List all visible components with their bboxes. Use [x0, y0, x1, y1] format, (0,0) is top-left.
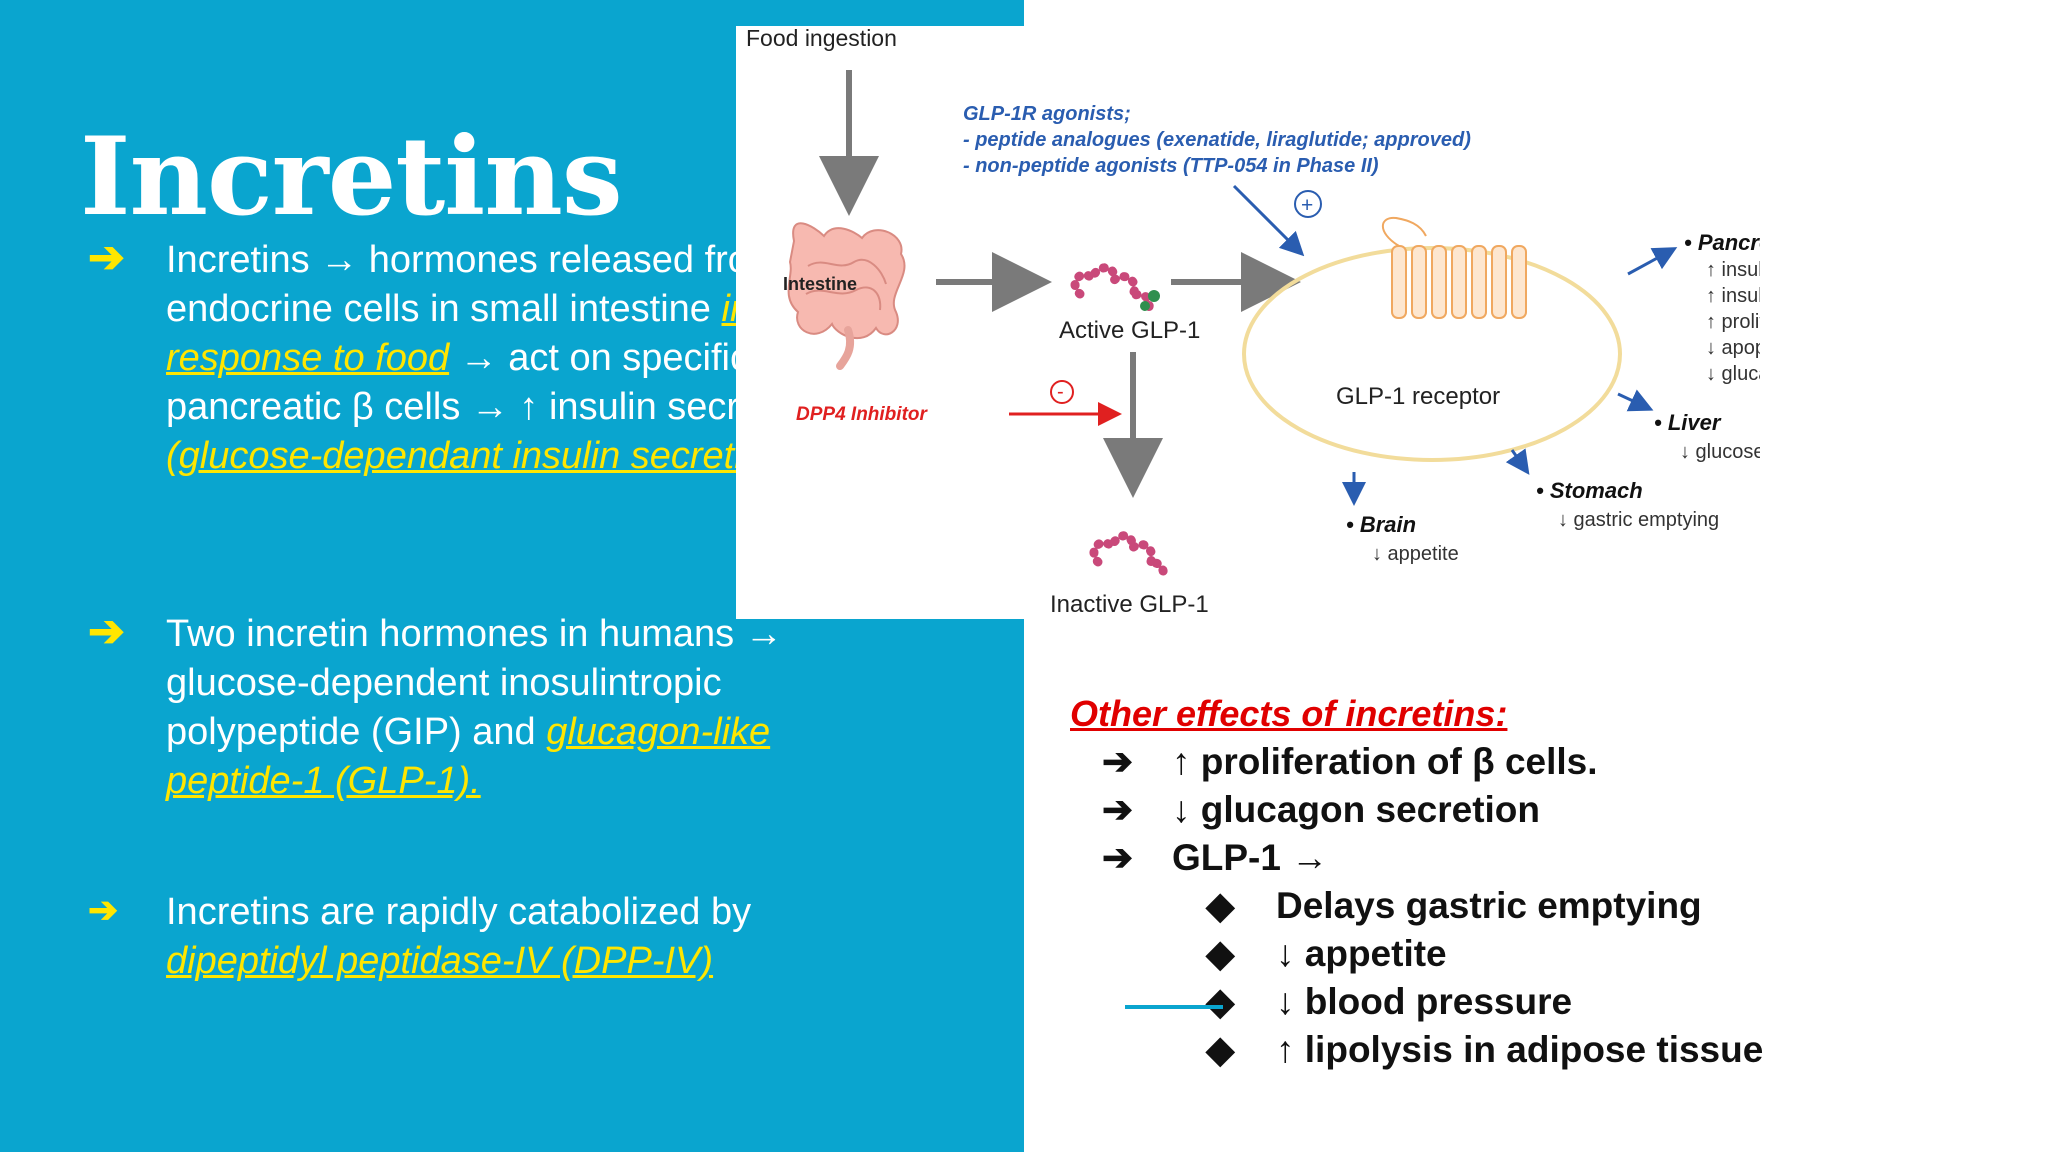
receptor-icon	[1381, 216, 1527, 319]
liver-title: • Liver	[1654, 410, 1722, 435]
stomach-item: ↓ gastric emptying	[1558, 509, 1719, 531]
bullet-3-highlight: dipeptidyl peptidase-IV (DPP-IV)	[166, 940, 714, 982]
sub-effect-item: ◆ ↓ blood pressure	[1206, 978, 1572, 1026]
arrow-right-icon: ➔	[1102, 837, 1134, 878]
inactive-glp1-label: Inactive GLP-1	[1050, 591, 1209, 618]
decorative-line	[1125, 1005, 1223, 1009]
sub-effect-item: ◆ Delays gastric emptying	[1206, 882, 1702, 930]
sub-effect-text: ↓ appetite	[1276, 933, 1447, 974]
effect-item: ➔ GLP-1 →	[1102, 834, 1328, 882]
effect-item: ➔ ↑ proliferation of β cells.	[1102, 738, 1598, 786]
pancreas-item: ↓ glucagon secretion	[1706, 363, 1760, 385]
effects-heading: Other effects of incretins:	[1070, 693, 1508, 734]
plus-sign: +	[1301, 194, 1313, 217]
pancreas-item: ↑ insulin secretion	[1706, 259, 1760, 281]
diamond-bullet-icon: ◆	[1206, 981, 1235, 1022]
to-pancreas-arrow	[1627, 247, 1678, 276]
sub-effect-text: Delays gastric emptying	[1276, 885, 1702, 926]
receptor-label: GLP-1 receptor	[1336, 383, 1500, 410]
effect-text: ↑ proliferation of β cells.	[1172, 741, 1598, 782]
brain-item: ↓ appetite	[1372, 543, 1459, 565]
agonist-arrow	[1232, 184, 1305, 257]
arrow-right-icon: ➔	[1102, 789, 1134, 830]
agonists-line: - peptide analogues (exenatide, liraglut…	[963, 129, 1471, 151]
bullet-3-part: Incretins are rapidly catabolized by	[166, 891, 752, 933]
diagram-canvas: Food ingestion Intestine Active GLP-1 DP…	[746, 26, 1760, 618]
diamond-bullet-icon: ◆	[1206, 933, 1235, 974]
effect-item: ➔ ↓ glucagon secretion	[1102, 786, 1540, 834]
bullet-2-text: Two incretin hormones in humans → glucos…	[166, 610, 826, 806]
glp1-mechanism-diagram: Food ingestion Intestine Active GLP-1 DP…	[736, 26, 1760, 619]
agonists-title: GLP-1R agonists;	[963, 103, 1131, 125]
effect-text: ↓ glucagon secretion	[1172, 789, 1541, 830]
active-glp1-icon	[1070, 263, 1160, 315]
bullet-1-part: Incretins → hormones released from endoc…	[166, 239, 781, 330]
arrow-right-icon: ➔	[1102, 741, 1134, 782]
agonists-line: - non-peptide agonists (TTP-054 in Phase…	[963, 155, 1379, 177]
to-stomach-arrow	[1505, 448, 1530, 475]
arrow-right-icon: ➔	[88, 233, 125, 282]
stomach-title: • Stomach	[1536, 478, 1643, 503]
cell-membrane	[1242, 246, 1622, 462]
pancreas-item: ↑ insulin biosynthesis	[1706, 285, 1760, 307]
brain-title: • Brain	[1346, 512, 1416, 537]
sub-effect-item: ◆ ↑ lipolysis in adipose tissue	[1206, 1026, 1763, 1074]
intestine-icon	[787, 222, 906, 370]
sub-effect-text: ↑ lipolysis in adipose tissue	[1276, 1029, 1764, 1070]
dpp4-inhibitor-label: DPP4 Inhibitor	[796, 404, 929, 425]
diamond-bullet-icon: ◆	[1206, 885, 1235, 926]
active-glp1-label: Active GLP-1	[1059, 317, 1200, 344]
plus-circle-icon	[1294, 190, 1322, 218]
bullet-1-highlight: (glucose-dependant insulin secretion)	[166, 435, 798, 477]
pancreas-title: • Pancreas	[1684, 230, 1760, 255]
food-ingestion-label: Food ingestion	[746, 26, 897, 51]
inactive-glp1-icon	[1089, 531, 1168, 583]
bullet-2-highlight: glucagon-like peptide-1 (GLP-1).	[166, 711, 771, 802]
diamond-bullet-icon: ◆	[1206, 1029, 1235, 1070]
pancreas-item: ↑ proliferation of β-cells	[1706, 311, 1760, 333]
liver-item: ↓ glucose production	[1680, 441, 1760, 463]
bullet-1-text: Incretins → hormones released from endoc…	[166, 236, 826, 481]
sub-effect-text: ↓ blood pressure	[1276, 981, 1573, 1022]
pancreas-item: ↓ apoptosis of β-cells	[1706, 337, 1760, 359]
effect-text: GLP-1 →	[1172, 837, 1329, 878]
bullet-3-text: Incretins are rapidly catabolized by dip…	[166, 888, 826, 986]
minus-circle-icon	[1050, 380, 1074, 404]
to-liver-arrow	[1617, 389, 1654, 412]
intestine-label: Intestine	[783, 274, 857, 294]
arrow-right-icon: ➔	[88, 607, 125, 656]
sub-effect-item: ◆ ↓ appetite	[1206, 930, 1447, 978]
arrow-right-icon: ➔	[88, 889, 119, 930]
slide-title: Incretins	[80, 114, 623, 240]
minus-sign: -	[1057, 381, 1064, 403]
bullet-2-part: Two incretin hormones in humans → glucos…	[166, 613, 783, 753]
